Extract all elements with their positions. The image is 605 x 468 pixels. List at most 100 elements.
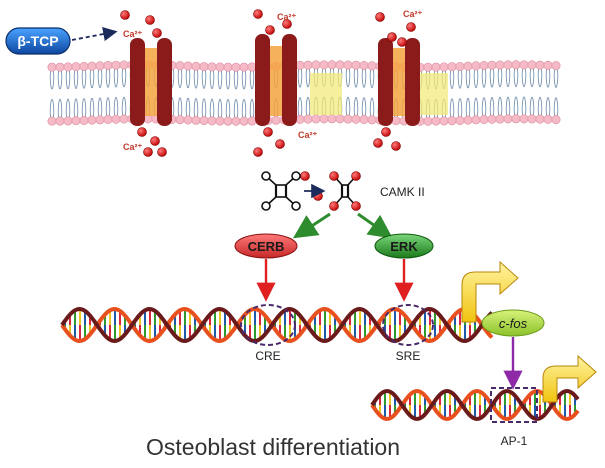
lipid-head: [87, 61, 97, 71]
lipid-head: [439, 62, 449, 72]
lipid-tail: [369, 97, 375, 116]
lipid-tail: [369, 69, 375, 88]
lipid-tail: [73, 98, 79, 117]
sre-site-highlight: [382, 304, 434, 346]
lipid-tail: [249, 70, 255, 90]
lipid-head: [367, 61, 377, 71]
cfos-node: c-fos: [481, 309, 545, 337]
lipid-tail: [489, 69, 495, 88]
lipid-head: [311, 114, 321, 124]
cell-membrane: [47, 60, 561, 126]
lipid-tail: [361, 97, 367, 116]
lipid-head: [487, 60, 497, 70]
lipid-head: [79, 61, 89, 71]
lipid-tail: [545, 69, 551, 88]
lipid-head: [231, 62, 241, 72]
lipid-head: [239, 62, 249, 72]
lipid-tail: [497, 68, 503, 88]
lipid-head: [303, 114, 313, 124]
lipid-head: [271, 115, 281, 125]
lipid-head: [527, 60, 537, 70]
lipid-head: [63, 62, 73, 72]
lipid-tail: [529, 68, 535, 88]
lipid-head: [311, 60, 321, 70]
lipid-head: [335, 60, 345, 70]
lipid-tail: [209, 70, 215, 89]
lipid-tail: [97, 97, 103, 116]
lipid-tail: [177, 69, 183, 88]
lipid-head: [295, 114, 305, 124]
calcium-ions: [120, 9, 416, 201]
calcium-channel: [255, 34, 297, 126]
lipid-tail: [553, 69, 559, 88]
lipid-head: [47, 116, 57, 126]
lipid-tail: [481, 97, 487, 116]
lipid-tail: [513, 96, 519, 115]
calcium-channel: [378, 38, 420, 126]
lipid-head: [351, 114, 361, 124]
diagram-caption: Osteoblast differentiation: [146, 434, 400, 460]
beta-tcp-label: β-TCP: [17, 33, 58, 49]
lipid-head: [439, 116, 449, 126]
lipid-head: [503, 60, 513, 70]
lipid-head: [95, 61, 105, 71]
beta-tcp-badge: β-TCP: [5, 27, 71, 55]
lipid-tail: [345, 68, 351, 88]
lipid-head: [111, 114, 121, 124]
cerb-node: CERB: [234, 233, 298, 259]
lipid-tail: [233, 99, 239, 118]
camk-active-icon: [329, 171, 361, 211]
lipid-tail: [177, 97, 183, 116]
lipid-tail: [537, 69, 543, 88]
lipid-tail: [361, 69, 367, 88]
lipid-tail: [49, 71, 55, 90]
lipid-tail: [457, 98, 463, 117]
lipid-tail: [89, 70, 95, 89]
lipid-head: [191, 61, 201, 71]
lipid-head: [295, 60, 305, 70]
lipid-tail: [65, 98, 71, 117]
calcium-channel: [130, 38, 172, 126]
lipid-tail: [241, 99, 247, 118]
lipid-tail: [537, 97, 543, 116]
lipid-head: [423, 62, 433, 72]
lipid-head: [471, 115, 481, 125]
lipid-head: [247, 116, 257, 126]
lipid-tail: [81, 70, 87, 89]
lipid-tail: [449, 70, 455, 89]
cfos-label: c-fos: [499, 316, 528, 331]
lipid-tail: [97, 69, 103, 88]
lipid-head: [479, 61, 489, 71]
lipid-tail: [513, 68, 519, 87]
lipid-head: [191, 115, 201, 125]
lipid-head: [343, 114, 353, 124]
lipid-head: [391, 116, 401, 126]
calcium-label: Ca²⁺: [298, 130, 318, 140]
lipid-head: [447, 62, 457, 72]
lipid-head: [495, 60, 505, 70]
lipid-head: [247, 62, 257, 72]
camk-inactive-icon: [261, 171, 301, 211]
lipid-head: [119, 114, 129, 124]
lipid-head: [223, 116, 233, 126]
calcium-label: Ca²⁺: [403, 9, 423, 19]
lipid-head: [103, 114, 113, 124]
lipid-tail: [233, 71, 239, 90]
lipid-tail: [457, 70, 463, 89]
lipid-head: [239, 116, 249, 126]
lipid-head: [423, 116, 433, 126]
lipid-tail: [65, 70, 71, 90]
lipid-tail: [193, 70, 199, 89]
lipid-tail: [345, 96, 351, 116]
lipid-tail: [297, 97, 303, 116]
lipid-tail: [505, 68, 511, 87]
lipid-head: [183, 61, 193, 71]
arrow-to-erk: [357, 212, 393, 239]
lipid-head: [495, 114, 505, 124]
dna-helix-main: [60, 306, 494, 344]
lipid-tail: [297, 69, 303, 88]
lipid-tail: [49, 99, 55, 118]
lipid-head: [351, 60, 361, 70]
lipid-head: [71, 62, 81, 72]
lipid-head: [319, 114, 329, 124]
